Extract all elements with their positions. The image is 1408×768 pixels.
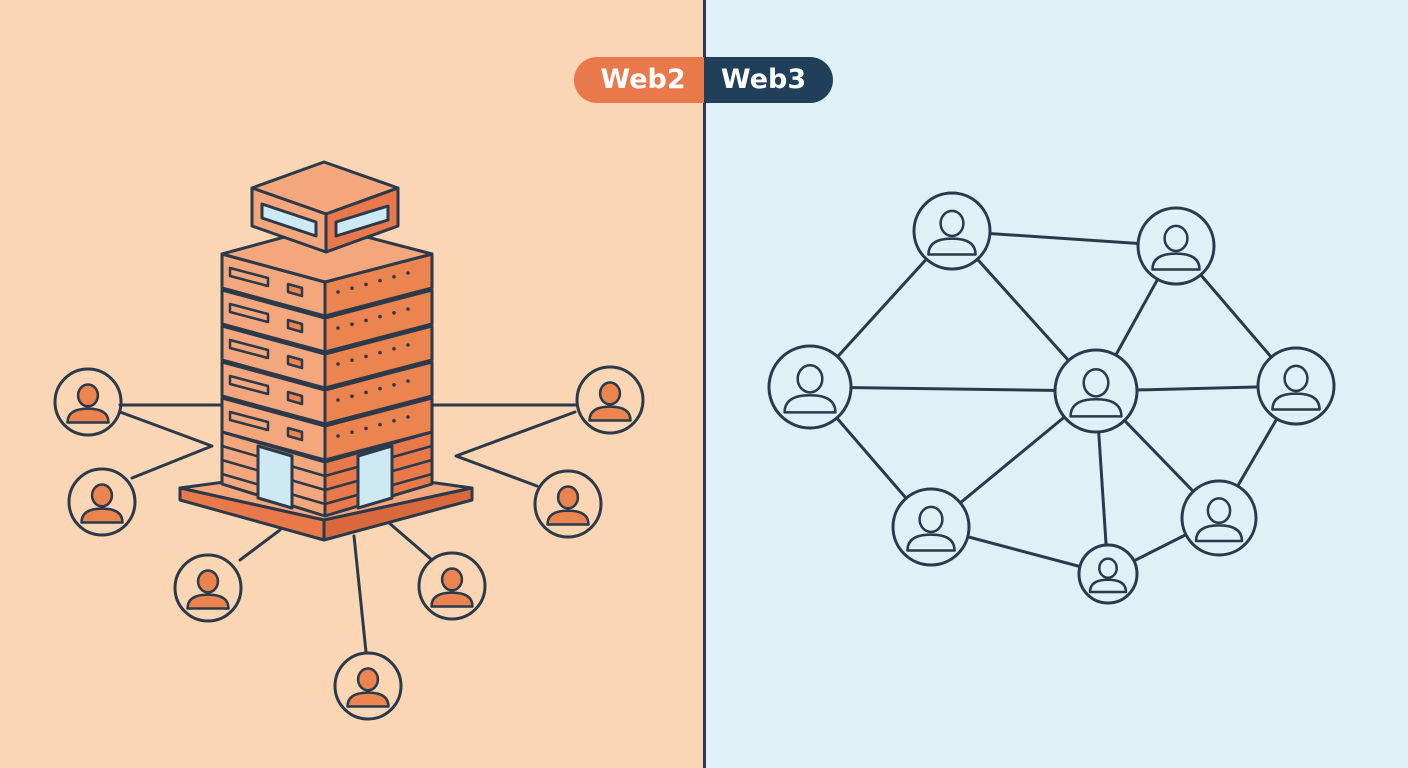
vent-dot: [350, 358, 354, 363]
vent-dot: [336, 290, 340, 294]
connection-line: [118, 410, 214, 480]
indicator-light-icon: [286, 318, 304, 334]
drive-slot-icon: [228, 302, 270, 324]
web2-users: [53, 365, 645, 721]
vent-dot: [406, 343, 410, 347]
vent-dot: [350, 322, 354, 327]
window-icon: [334, 204, 390, 238]
web2-label: Web2: [574, 57, 704, 103]
web3-label: Web3: [704, 57, 833, 103]
vent-dot: [350, 394, 354, 399]
vent-dot: [392, 347, 396, 351]
server-base-side: [322, 486, 474, 542]
indicator-light-icon: [286, 354, 304, 370]
drive-slot-icon: [228, 374, 270, 396]
indicator-light-icon: [286, 426, 304, 442]
comparison-labels: Web2 Web3: [574, 57, 833, 103]
window-icon: [260, 202, 318, 238]
vent-dot: [392, 275, 396, 279]
vent-dot: [406, 415, 410, 419]
vent-dot: [378, 386, 382, 391]
vent-dot: [364, 390, 368, 395]
vent-dot: [364, 354, 368, 359]
server-tower-icon: [178, 160, 474, 542]
server-rack-unit: [220, 288, 434, 354]
door-left-icon: [256, 444, 294, 510]
vent-dot: [406, 307, 410, 311]
vent-dot: [350, 286, 354, 291]
user-avatar-icon: [173, 553, 243, 623]
vent-dot: [364, 426, 368, 431]
vent-dot: [406, 379, 410, 383]
connection-line: [386, 520, 434, 562]
vent-dot: [392, 311, 396, 315]
user-avatar-icon: [533, 469, 603, 539]
vent-dot: [392, 383, 396, 387]
user-avatar-icon: [575, 365, 645, 435]
user-avatar-icon: [67, 467, 137, 537]
server-racks: [220, 252, 434, 462]
server-rack-unit: [220, 360, 434, 426]
user-avatar-icon: [333, 651, 403, 721]
indicator-light-icon: [286, 282, 304, 298]
drive-slot-icon: [228, 266, 270, 288]
drive-slot-icon: [228, 410, 270, 432]
user-avatar-icon: [417, 551, 487, 621]
server-rack-unit: [220, 396, 434, 462]
user-avatar-icon: [53, 367, 123, 437]
connection-line: [454, 410, 577, 488]
center-divider: [703, 0, 706, 768]
drive-slot-icon: [228, 338, 270, 360]
server-rack-unit: [220, 324, 434, 390]
door-right-icon: [356, 444, 394, 510]
connection-line: [352, 534, 368, 654]
centralized-network-diagram: [53, 160, 645, 721]
vent-dot: [336, 398, 340, 402]
vent-dot: [378, 350, 382, 355]
vent-dot: [378, 422, 382, 427]
vent-dot: [378, 278, 382, 283]
vent-dot: [350, 430, 354, 435]
vent-dot: [378, 314, 382, 319]
vent-dot: [364, 318, 368, 323]
vent-dot: [336, 326, 340, 330]
vent-dot: [364, 282, 368, 287]
server-connections: [118, 403, 577, 654]
vent-dot: [392, 419, 396, 423]
vent-dot: [406, 271, 410, 275]
server-rack-unit: [220, 252, 434, 318]
web3-panel: [706, 0, 1408, 768]
connection-line: [238, 528, 282, 562]
indicator-light-icon: [286, 390, 304, 406]
vent-dot: [336, 434, 340, 438]
vent-dot: [336, 362, 340, 366]
